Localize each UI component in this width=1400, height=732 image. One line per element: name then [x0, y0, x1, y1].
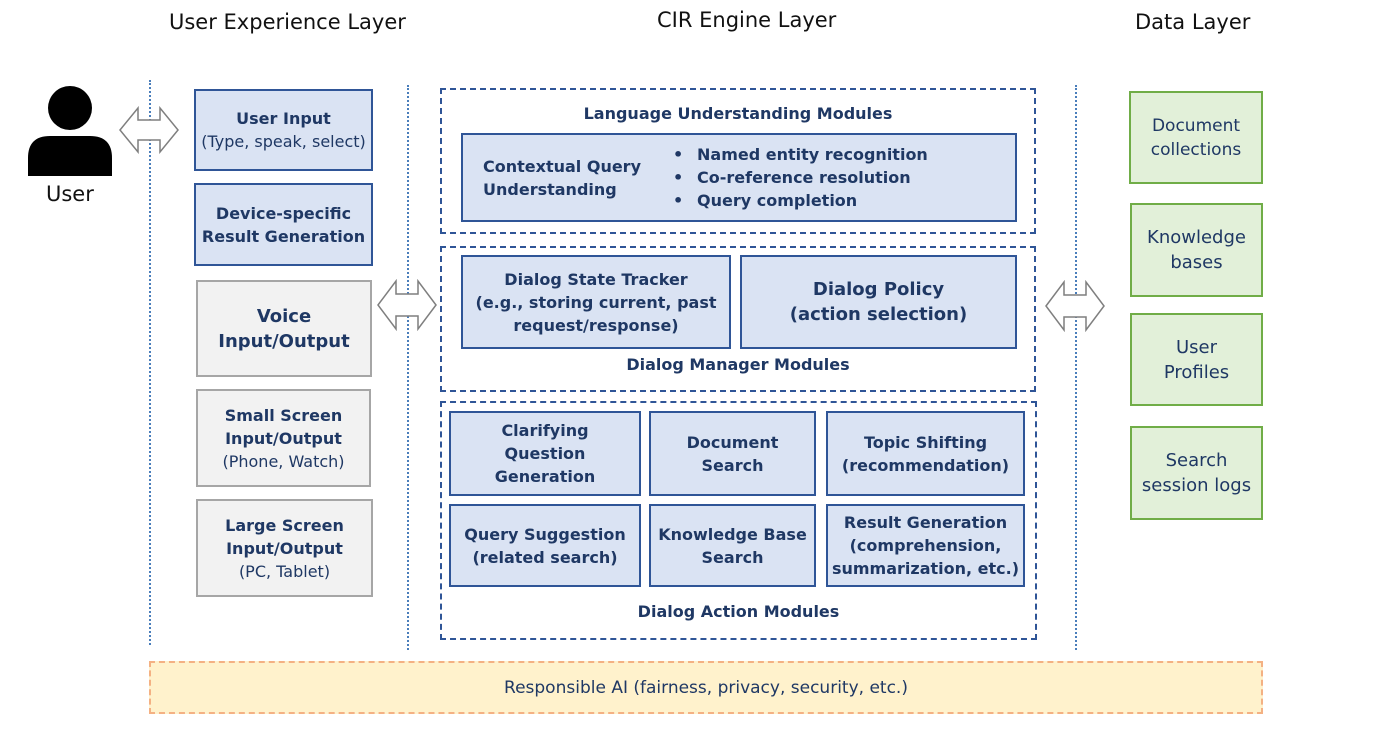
large-screen-box: Large Screen Input/Output (PC, Tablet)	[196, 499, 373, 597]
contextual-query-box: Contextual Query Understanding Named ent…	[461, 133, 1017, 222]
ux-layer-title: User Experience Layer	[169, 10, 406, 34]
topic-shifting-line1: Topic Shifting	[863, 432, 988, 452]
topic-shifting-line2: (recommendation)	[841, 455, 1010, 475]
logs-line2: session logs	[1141, 475, 1252, 496]
device-specific-line1: Device-specific	[215, 203, 352, 223]
result-generation-line3: summarization, etc.)	[831, 559, 1020, 578]
separator-line	[407, 85, 409, 650]
knowledge-line1: Knowledge	[1147, 227, 1246, 248]
small-screen-line2: Input/Output	[225, 428, 342, 448]
doc-search-line2: Search	[701, 455, 764, 475]
device-specific-line2: Result Generation	[201, 226, 366, 246]
result-generation-box: Result Generation (comprehension, summar…	[826, 504, 1025, 587]
doc-search-line1: Document	[686, 432, 779, 452]
knowledge-bases-box: Knowledge bases	[1130, 203, 1263, 297]
query-suggestion-box: Query Suggestion (related search)	[449, 504, 641, 587]
small-screen-line1: Small Screen	[224, 405, 343, 425]
policy-line2: (action selection)	[789, 304, 968, 325]
language-understanding-section	[440, 88, 1036, 234]
double-arrow-icon	[118, 105, 180, 155]
user-profiles-box: User Profiles	[1130, 313, 1263, 406]
small-screen-line3: (Phone, Watch)	[222, 451, 345, 471]
separator-line	[149, 80, 151, 645]
bullet-item: Query completion	[673, 189, 928, 212]
bullet-item: Co-reference resolution	[673, 166, 928, 189]
cqu-bullet-list: Named entity recognition Co-reference re…	[673, 143, 928, 212]
knowledge-line2: bases	[1170, 252, 1223, 273]
query-suggestion-line1: Query Suggestion	[464, 524, 626, 544]
user-input-box: User Input (Type, speak, select)	[194, 89, 373, 171]
small-screen-box: Small Screen Input/Output (Phone, Watch)	[196, 389, 371, 487]
logs-line1: Search	[1165, 450, 1228, 471]
kb-search-line2: Search	[701, 547, 764, 567]
dialog-policy-box: Dialog Policy (action selection)	[740, 255, 1017, 349]
dialog-action-title: Dialog Action Modules	[637, 602, 840, 621]
user-label: User	[46, 182, 94, 206]
large-screen-line3: (PC, Tablet)	[238, 561, 331, 581]
search-session-logs-box: Search session logs	[1130, 426, 1263, 520]
documents-line1: Document	[1151, 115, 1241, 136]
language-understanding-title: Language Understanding Modules	[583, 104, 893, 123]
responsible-ai-label: Responsible AI (fairness, privacy, secur…	[504, 677, 908, 698]
document-search-box: Document Search	[649, 411, 816, 496]
clarifying-line3: Generation	[494, 467, 596, 486]
double-arrow-icon	[1044, 279, 1106, 333]
documents-line2: collections	[1150, 139, 1242, 160]
kb-search-line1: Knowledge Base	[658, 524, 807, 544]
state-tracker-line3: request/response)	[513, 315, 679, 335]
cqu-line1: Contextual Query	[483, 156, 641, 176]
policy-line1: Dialog Policy	[812, 279, 945, 300]
knowledge-base-search-box: Knowledge Base Search	[649, 504, 816, 587]
large-screen-line1: Large Screen	[225, 515, 344, 535]
state-tracker-line2: (e.g., storing current, past	[475, 292, 717, 312]
result-generation-line2: (comprehension,	[849, 536, 1002, 555]
state-tracker-line1: Dialog State Tracker	[504, 269, 688, 289]
person-icon	[26, 84, 114, 176]
voice-io-box: Voice Input/Output	[196, 280, 372, 377]
device-specific-box: Device-specific Result Generation	[194, 183, 373, 266]
dialog-state-tracker-box: Dialog State Tracker (e.g., storing curr…	[461, 255, 731, 349]
engine-layer-title: CIR Engine Layer	[657, 8, 837, 32]
bullet-item: Named entity recognition	[673, 143, 928, 166]
cqu-line2: Understanding	[483, 179, 617, 199]
dialog-action-section	[440, 401, 1037, 640]
clarifying-line1: Clarifying	[501, 421, 589, 440]
user-input-subtitle: (Type, speak, select)	[201, 132, 366, 151]
separator-line	[1075, 85, 1077, 650]
clarifying-question-box: Clarifying Question Generation	[449, 411, 641, 496]
dialog-manager-section	[440, 246, 1036, 392]
topic-shifting-box: Topic Shifting (recommendation)	[826, 411, 1025, 496]
double-arrow-icon	[376, 278, 438, 332]
voice-line1: Voice	[256, 305, 312, 327]
data-layer-title: Data Layer	[1135, 10, 1251, 34]
large-screen-line2: Input/Output	[226, 538, 343, 558]
voice-line2: Input/Output	[218, 330, 350, 352]
profiles-line2: Profiles	[1163, 361, 1230, 383]
dialog-manager-title: Dialog Manager Modules	[626, 355, 850, 374]
query-suggestion-line2: (related search)	[472, 547, 618, 567]
result-generation-line1: Result Generation	[843, 513, 1008, 532]
user-input-title: User Input	[236, 109, 331, 128]
responsible-ai-bar: Responsible AI (fairness, privacy, secur…	[149, 661, 1263, 714]
document-collections-box: Document collections	[1129, 91, 1263, 184]
clarifying-line2: Question	[504, 444, 586, 463]
profiles-line1: User	[1175, 336, 1218, 358]
